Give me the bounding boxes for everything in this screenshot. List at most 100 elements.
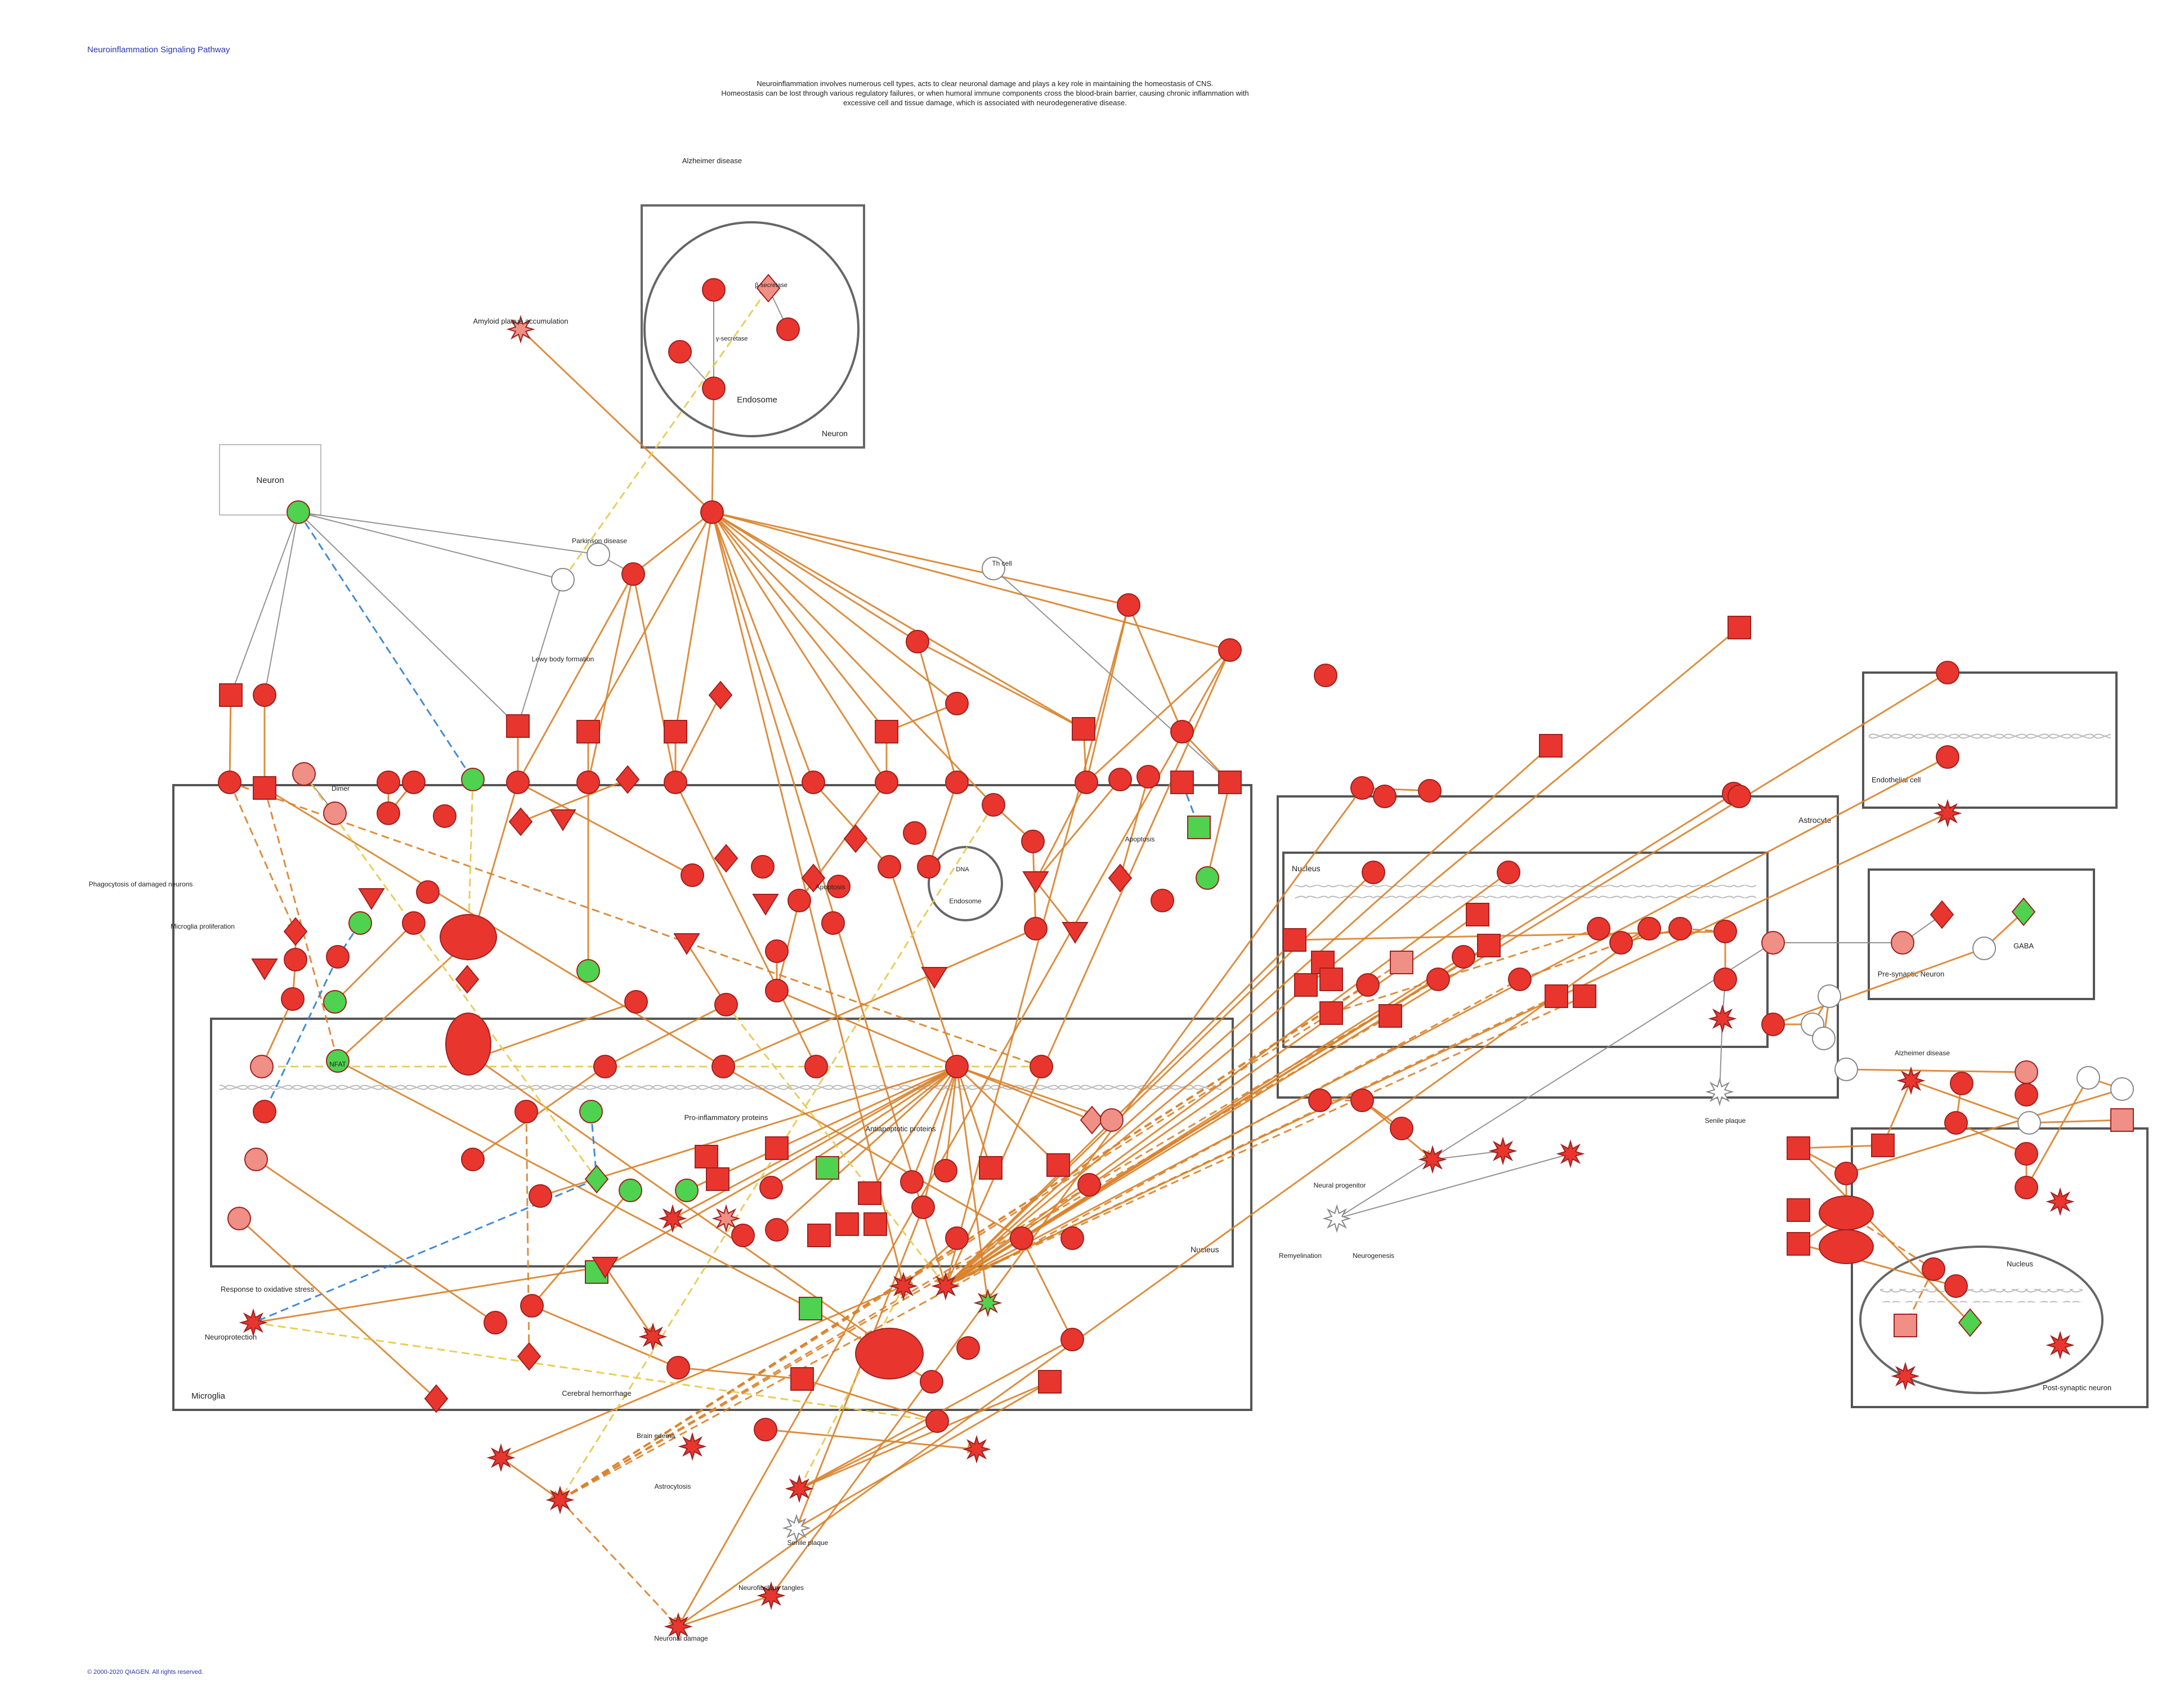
molecule-node[interactable] — [2015, 1060, 2038, 1084]
molecule-node[interactable] — [2017, 1111, 2041, 1135]
molecule-node[interactable] — [1314, 664, 1337, 687]
molecule-node[interactable] — [878, 855, 901, 879]
molecule-node[interactable] — [1539, 734, 1563, 758]
downregulated-molecule-node[interactable] — [576, 959, 600, 983]
molecule-node[interactable] — [1308, 1089, 1332, 1112]
biological-process-node[interactable] — [1418, 1145, 1447, 1174]
molecule-node[interactable] — [433, 804, 457, 828]
molecule-node[interactable] — [520, 1294, 544, 1318]
molecule-node[interactable] — [2076, 1066, 2100, 1090]
molecule-node[interactable] — [1668, 917, 1692, 940]
molecule-node[interactable] — [921, 967, 948, 989]
molecule-node[interactable] — [1508, 968, 1532, 991]
molecule-node[interactable] — [731, 1224, 755, 1247]
molecule-node[interactable] — [514, 1100, 538, 1123]
molecule-node[interactable] — [776, 317, 800, 341]
molecule-node[interactable] — [587, 543, 610, 566]
downregulated-molecule-node[interactable] — [287, 500, 310, 524]
biological-process-node[interactable] — [2046, 1187, 2075, 1216]
molecule-node[interactable] — [1713, 968, 1737, 991]
molecule-node[interactable] — [1108, 768, 1132, 791]
molecule-node[interactable] — [708, 680, 733, 710]
molecule-node[interactable] — [2110, 1077, 2134, 1101]
biological-process-node[interactable] — [1488, 1136, 1518, 1166]
downregulated-molecule-node[interactable] — [1196, 866, 1219, 890]
molecule-node[interactable] — [1497, 861, 1520, 884]
molecule-node[interactable] — [752, 894, 779, 916]
molecule-node[interactable] — [807, 1224, 831, 1247]
downregulated-molecule-node[interactable] — [675, 1179, 699, 1202]
molecule-node[interactable] — [920, 1370, 943, 1394]
molecule-node[interactable] — [664, 720, 687, 743]
molecule-node[interactable] — [1319, 1001, 1343, 1025]
molecule-node[interactable] — [1834, 1058, 1858, 1081]
molecule-node[interactable] — [835, 1212, 859, 1236]
biological-process-node[interactable] — [239, 1308, 268, 1337]
molecule-node[interactable] — [529, 1184, 552, 1208]
molecule-node[interactable] — [2015, 1142, 2038, 1166]
molecule-node[interactable] — [765, 1218, 789, 1242]
molecule-node[interactable] — [1062, 922, 1089, 944]
molecule-node[interactable] — [1894, 1314, 1917, 1337]
molecule-node[interactable] — [1819, 1195, 1874, 1230]
molecule-node[interactable] — [1812, 1027, 1836, 1050]
molecule-node[interactable] — [863, 1212, 887, 1236]
molecule-node[interactable] — [875, 771, 898, 794]
molecule-node[interactable] — [253, 683, 276, 707]
molecule-node[interactable] — [506, 714, 530, 738]
downregulated-molecule-node[interactable] — [323, 990, 347, 1014]
molecule-node[interactable] — [1819, 1229, 1874, 1264]
molecule-node[interactable] — [765, 1136, 789, 1160]
molecule-node[interactable] — [1030, 1055, 1053, 1078]
molecule-node[interactable] — [508, 807, 533, 836]
molecule-node[interactable] — [1356, 973, 1380, 997]
molecule-node[interactable] — [551, 568, 575, 592]
molecule-node[interactable] — [1834, 1162, 1858, 1185]
biological-process-node[interactable] — [785, 1474, 814, 1503]
molecule-node[interactable] — [700, 500, 724, 524]
molecule-node[interactable] — [875, 720, 898, 743]
molecule-node[interactable] — [681, 863, 704, 887]
molecule-node[interactable] — [802, 771, 825, 794]
molecule-node[interactable] — [1466, 903, 1489, 926]
biological-process-node[interactable] — [782, 1513, 811, 1543]
molecule-node[interactable] — [1426, 968, 1450, 991]
molecule-node[interactable] — [759, 1176, 783, 1199]
molecule-node[interactable] — [1218, 771, 1242, 794]
molecule-node[interactable] — [903, 821, 927, 845]
molecule-node[interactable] — [1930, 900, 1954, 929]
molecule-node[interactable] — [1038, 1370, 1062, 1394]
molecule-node[interactable] — [424, 1384, 449, 1413]
biological-process-node[interactable] — [486, 1443, 516, 1472]
molecule-node[interactable] — [1108, 863, 1133, 893]
biological-process-node[interactable] — [1705, 1077, 1734, 1107]
molecule-node[interactable] — [1350, 1089, 1374, 1112]
molecule-node[interactable] — [592, 1257, 619, 1279]
biological-process-node[interactable] — [1896, 1066, 1926, 1095]
molecule-node[interactable] — [1871, 1134, 1895, 1157]
biological-process-node[interactable] — [1708, 1004, 1737, 1033]
molecule-node[interactable] — [790, 1367, 814, 1391]
molecule-node[interactable] — [1787, 1232, 1810, 1256]
biological-process-node[interactable] — [2046, 1331, 2075, 1360]
downregulated-molecule-node[interactable] — [326, 1049, 350, 1073]
molecule-node[interactable] — [219, 683, 243, 707]
molecule-node[interactable] — [982, 793, 1005, 817]
molecule-node[interactable] — [253, 1100, 276, 1123]
molecule-node[interactable] — [283, 917, 308, 946]
molecule-node[interactable] — [2015, 1083, 2038, 1107]
molecule-node[interactable] — [1022, 871, 1049, 893]
molecule-node[interactable] — [906, 630, 929, 653]
molecule-node[interactable] — [576, 720, 600, 743]
molecule-node[interactable] — [765, 939, 789, 963]
molecule-node[interactable] — [945, 1226, 969, 1250]
molecule-node[interactable] — [1362, 861, 1385, 884]
molecule-node[interactable] — [1077, 1173, 1101, 1197]
molecule-node[interactable] — [1818, 984, 1841, 1008]
molecule-node[interactable] — [934, 1159, 957, 1183]
molecule-node[interactable] — [416, 880, 440, 904]
molecule-node[interactable] — [326, 945, 350, 969]
molecule-node[interactable] — [1060, 1226, 1084, 1250]
molecule-node[interactable] — [702, 278, 726, 302]
molecule-node[interactable] — [484, 1311, 507, 1334]
